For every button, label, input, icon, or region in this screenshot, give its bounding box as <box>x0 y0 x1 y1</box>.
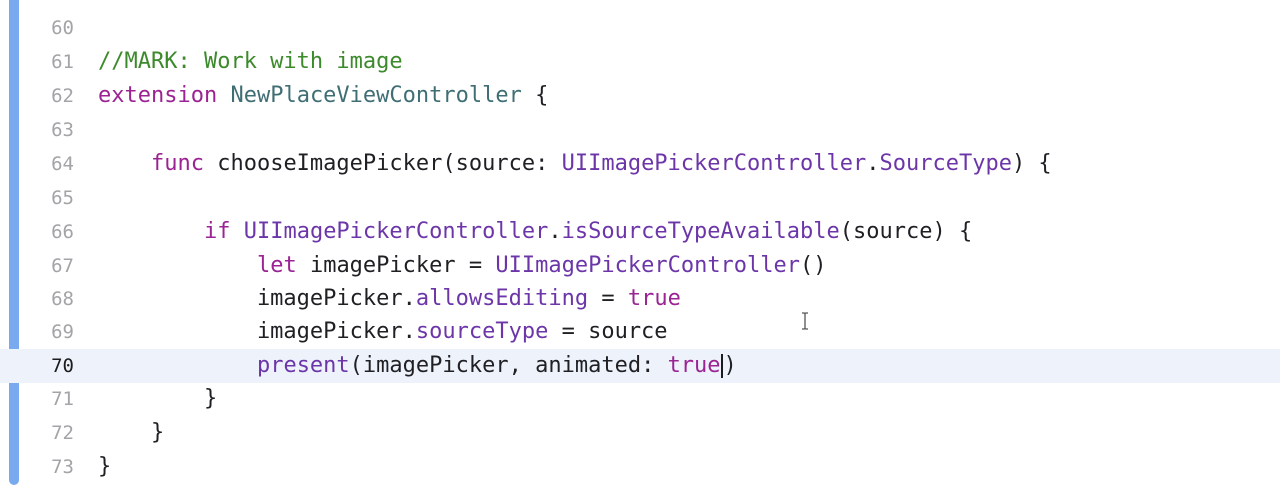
line-code[interactable]: imagePicker.sourceType = source <box>98 315 668 349</box>
code-token: //MARK: Work with image <box>98 49 403 74</box>
code-line[interactable]: 61 //MARK: Work with image <box>0 45 1280 79</box>
code-line[interactable]: 66 if UIImagePickerController.isSourceTy… <box>0 215 1280 249</box>
code-token: } <box>98 420 165 445</box>
code-token: let <box>256 253 297 278</box>
code-token: UIImagePickerController <box>495 253 801 278</box>
code-token: true <box>627 286 681 311</box>
code-token: (imagePicker, animated: <box>349 353 668 378</box>
code-line[interactable]: 65 <box>0 181 1280 215</box>
line-number: 71 <box>51 388 74 410</box>
code-line[interactable]: 63 <box>0 113 1280 147</box>
line-code[interactable]: let imagePicker = UIImagePickerControlle… <box>98 249 827 283</box>
code-token: extension <box>98 83 218 108</box>
code-token <box>217 83 230 108</box>
code-token <box>98 253 257 278</box>
code-token: NewPlaceViewController <box>230 83 522 108</box>
line-number: 70 <box>51 355 74 377</box>
line-number: 62 <box>51 85 74 107</box>
line-code[interactable]: if UIImagePickerController.isSourceTypeA… <box>98 215 972 249</box>
code-line[interactable]: 72 } <box>0 416 1280 450</box>
code-token: chooseImagePicker(source: <box>203 151 562 176</box>
code-token: imagePicker. <box>98 319 416 344</box>
code-token: ) { <box>1011 151 1052 176</box>
code-line[interactable]: 64 func chooseImagePicker(source: UIImag… <box>0 147 1280 181</box>
line-number: 67 <box>51 255 74 277</box>
code-line[interactable]: 62 extension NewPlaceViewController { <box>0 79 1280 113</box>
text-caret <box>720 354 723 378</box>
code-token: true <box>667 353 721 378</box>
text-cursor-icon <box>800 312 810 330</box>
line-number: 69 <box>51 321 74 343</box>
code-token: sourceType <box>415 319 549 344</box>
line-code[interactable]: extension NewPlaceViewController { <box>98 79 548 113</box>
code-token: { <box>521 83 549 108</box>
current-code-line[interactable]: 70 present(imagePicker, animated: true) <box>0 349 1280 383</box>
code-token: isSourceTypeAvailable <box>561 219 840 244</box>
code-token: allowsEditing <box>415 286 589 311</box>
change-indicator-bar <box>9 0 19 485</box>
code-token: } <box>98 454 112 479</box>
code-token <box>98 151 151 176</box>
code-line[interactable]: 73} <box>0 450 1280 484</box>
code-token: (source) { <box>839 219 973 244</box>
code-token: } <box>98 386 218 411</box>
line-code[interactable]: present(imagePicker, animated: true) <box>98 349 737 383</box>
line-number: 72 <box>51 422 74 444</box>
code-line[interactable]: 71 } <box>0 382 1280 416</box>
line-code[interactable]: imagePicker.allowsEditing = true <box>98 282 681 316</box>
code-token: () <box>800 253 827 278</box>
code-token: ) <box>723 353 737 378</box>
code-token: UIImagePickerController <box>561 151 867 176</box>
line-number: 60 <box>51 17 74 39</box>
code-token: imagePicker. <box>98 286 416 311</box>
line-number: 61 <box>51 51 74 73</box>
code-token: imagePicker = <box>296 253 496 278</box>
line-code[interactable]: } <box>98 382 217 416</box>
code-line[interactable]: 67 let imagePicker = UIImagePickerContro… <box>0 249 1280 283</box>
code-token: = <box>588 286 628 311</box>
code-token: . <box>866 151 880 176</box>
code-token <box>98 353 257 378</box>
line-code[interactable]: func chooseImagePicker(source: UIImagePi… <box>98 147 1052 181</box>
line-code[interactable]: } <box>98 416 164 450</box>
code-token: present <box>256 353 350 378</box>
line-number: 63 <box>51 119 74 141</box>
code-token: = source <box>548 319 668 344</box>
line-number: 65 <box>51 187 74 209</box>
line-code[interactable]: } <box>98 450 111 484</box>
code-token: func <box>150 151 204 176</box>
line-number: 64 <box>51 153 74 175</box>
code-line[interactable]: 60 <box>0 11 1280 45</box>
code-token <box>98 219 204 244</box>
code-token: . <box>548 219 562 244</box>
code-token: UIImagePickerController <box>243 219 549 244</box>
code-token: SourceType <box>879 151 1012 176</box>
line-code[interactable]: //MARK: Work with image <box>98 45 403 79</box>
code-token: if <box>203 219 231 244</box>
code-line[interactable]: 68 imagePicker.allowsEditing = true <box>0 282 1280 316</box>
line-number: 68 <box>51 288 74 310</box>
line-number: 66 <box>51 221 74 243</box>
code-line[interactable]: 69 imagePicker.sourceType = source <box>0 315 1280 349</box>
code-token <box>230 219 243 244</box>
line-number: 73 <box>51 456 74 478</box>
